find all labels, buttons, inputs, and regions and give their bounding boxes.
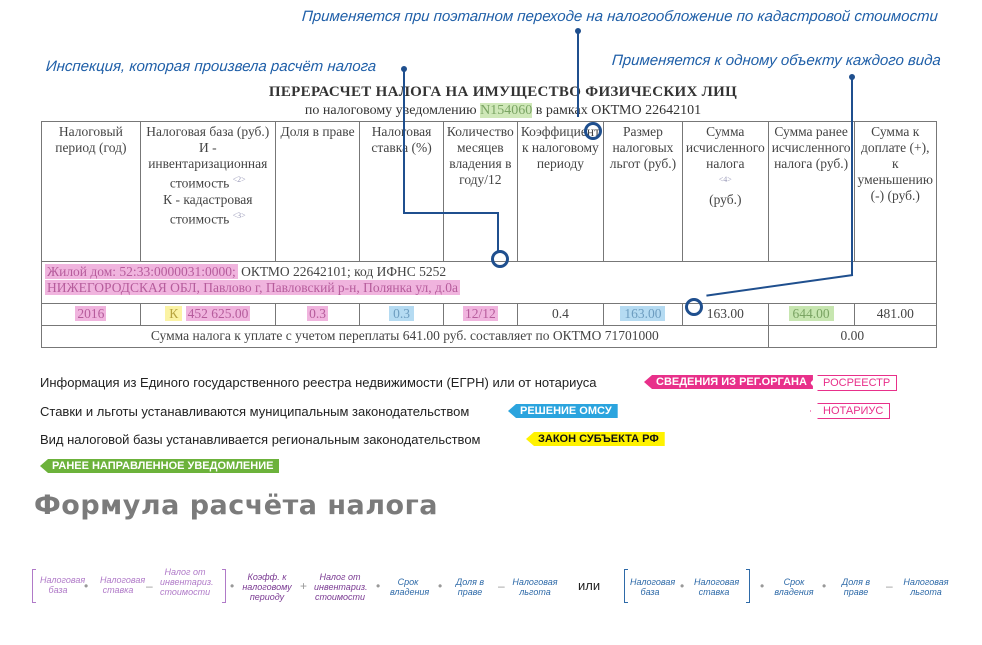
value-previous: 644.00 [788, 306, 834, 321]
header-base: Налоговая база (руб.) И - инвентаризацио… [139, 121, 276, 262]
table-row: 2016 К 452 625.00 0.3 0.3 12/12 0.4 163.… [41, 303, 938, 326]
header-share: Доля в праве [274, 121, 361, 262]
value-period: 2016 [75, 306, 107, 321]
formula-term-alt: Срок владения [774, 577, 814, 597]
formula-benefit: Налоговая льгота [512, 577, 558, 597]
callout-circle-ifns [491, 250, 509, 268]
value-benefits: 163.00 [620, 306, 666, 321]
callout-line-top [577, 31, 579, 117]
header-base-text: Налоговая база (руб.) И - инвентаризацио… [146, 124, 270, 191]
header-base-cadastral: К - кадастровая стоимость [163, 191, 253, 227]
tag-notary: НОТАРИУС [810, 403, 891, 419]
header-calculated: Сумма исчисленного налога <4> (руб.) [681, 121, 769, 262]
formula-or: или [578, 578, 601, 593]
summary-value: 0.00 [767, 325, 938, 348]
legend-base-type: Вид налоговой базы устанавливается регио… [40, 432, 481, 447]
callout-line-left-d [497, 212, 499, 252]
table-header-row: Налоговый период (год) Налоговая база (р… [41, 121, 938, 262]
formula-share: Доля в праве [455, 577, 485, 597]
tax-table: Налоговый период (год) Налоговая база (р… [41, 121, 938, 348]
tag-registry: СВЕДЕНИЯ ИЗ РЕГ.ОРГАНА [644, 375, 813, 389]
callout-circle-benefits [685, 298, 703, 316]
header-coefficient: Коэффициент к налоговому периоду [516, 121, 604, 262]
formula-op-minus-2: – [498, 579, 505, 593]
formula-term: Срок владения [390, 577, 430, 597]
cell-rate: 0.3 [359, 303, 444, 326]
value-months: 12/12 [462, 306, 498, 321]
header-benefits: Размер налоговых льгот (руб.) [602, 121, 683, 262]
legend-egrn: Информация из Единого государственного р… [40, 375, 597, 390]
formula-op-mult-6: • [760, 579, 765, 593]
formula-share-alt: Доля в праве [841, 577, 871, 597]
callout-line-right [851, 77, 853, 275]
annotation-one-object: Применяется к одному объекту каждого вид… [611, 52, 942, 69]
formula-op-mult-1: • [84, 579, 89, 593]
value-rate: 0.3 [389, 306, 414, 321]
formula-op-mult-5: • [680, 579, 685, 593]
value-base: 452 625.00 [185, 306, 251, 321]
callout-line-left-h [403, 212, 499, 214]
header-rate: Налоговая ставка (%) [359, 121, 444, 262]
cell-benefits: 163.00 [602, 303, 683, 326]
formula-op-minus-3: – [886, 579, 893, 593]
cell-share: 0.3 [274, 303, 361, 326]
formula-base-alt: Налоговая база [630, 577, 676, 597]
footnote-4: <4> [718, 175, 732, 184]
formula-op-mult-4: • [438, 579, 443, 593]
document-subtitle: по налоговому уведомлению N154060 в рамк… [0, 103, 982, 119]
formula-op-minus: – [146, 579, 153, 593]
tag-subject: ЗАКОН СУБЪЕКТА РФ [526, 432, 665, 446]
cell-previous: 644.00 [767, 303, 855, 326]
annotation-inspection: Инспекция, которая произвела расчёт нало… [45, 58, 377, 75]
formula-rate: Налоговая ставка [100, 575, 146, 595]
header-previous: Сумма ранее исчисленного налога (руб.) [767, 121, 855, 262]
formula-bracket-left [32, 569, 36, 603]
object-cadastral: Жилой дом: 52:33:0000031:0000; [45, 264, 238, 279]
callout-circle-coefficient [584, 122, 602, 140]
subtitle-suffix: в рамках ОКТМО 22642101 [535, 103, 702, 118]
callout-line-left [403, 69, 405, 214]
tag-omsu: РЕШЕНИЕ ОМСУ [508, 404, 618, 418]
object-oktmo: ОКТМО 22642101; код ИФНС 5252 [241, 264, 447, 279]
formula-op-mult-2: • [230, 579, 235, 593]
formula-inv-tax: Налог от инвентариз. стоимости [160, 567, 214, 597]
formula-op-mult-3: • [376, 579, 381, 593]
formula-coeff: Коэфф. к налоговому периоду [242, 572, 292, 602]
cell-base: К 452 625.00 [139, 303, 276, 326]
header-months: Количество месяцев владения в году/12 [442, 121, 518, 262]
document-title: ПЕРЕРАСЧЕТ НАЛОГА НА ИМУЩЕСТВО ФИЗИЧЕСКИ… [268, 84, 738, 100]
header-difference: Сумма к доплате (+), к уменьшению (-) (р… [853, 121, 938, 262]
formula-inv-tax-2: Налог от инвентариз. стоимости [314, 572, 368, 602]
legend-rates: Ставки и льготы устанавливаются муниципа… [40, 404, 470, 419]
formula-benefit-alt: Налоговая льгота [903, 577, 949, 597]
formula-base: Налоговая база [40, 575, 86, 595]
footnote-3: <3> [232, 210, 246, 220]
footnote-2: <2> [232, 175, 246, 184]
tag-previous-notice: РАНЕЕ НАПРАВЛЕННОЕ УВЕДОМЛЕНИЕ [40, 459, 280, 473]
annotation-phased-transition: Применяется при поэтапном переходе на на… [301, 8, 939, 25]
cell-months: 12/12 [442, 303, 518, 326]
object-address: НИЖЕГОРОДСКАЯ ОБЛ, Павлово г, Павловский… [45, 280, 460, 295]
summary-row: Сумма налога к уплате с учетом переплаты… [41, 325, 938, 348]
tag-rosreestr: РОСРЕЕСТР [810, 375, 898, 391]
notice-number: N154060 [480, 103, 533, 118]
formula-bracket-left-2 [624, 569, 628, 603]
cell-period: 2016 [41, 303, 141, 326]
formula-bracket-right-2 [746, 569, 750, 603]
cell-difference: 481.00 [853, 303, 938, 326]
formula-bracket-mid [222, 569, 226, 603]
value-base-type: К [165, 306, 183, 321]
header-calculated-text: Сумма исчисленного налога [685, 124, 765, 171]
summary-text: Сумма налога к уплате с учетом переплаты… [41, 325, 769, 348]
formula-rate-alt: Налоговая ставка [694, 577, 740, 597]
value-share: 0.3 [307, 306, 328, 321]
subtitle-prefix: по налоговому уведомлению [304, 103, 477, 118]
formula-op-mult-7: • [822, 579, 827, 593]
formula-op-plus: + [300, 579, 308, 593]
cell-coefficient: 0.4 [516, 303, 604, 326]
formula-title: Формула расчёта налога [34, 490, 438, 521]
header-calculated-unit: (руб.) [709, 191, 742, 207]
header-period: Налоговый период (год) [41, 121, 141, 262]
